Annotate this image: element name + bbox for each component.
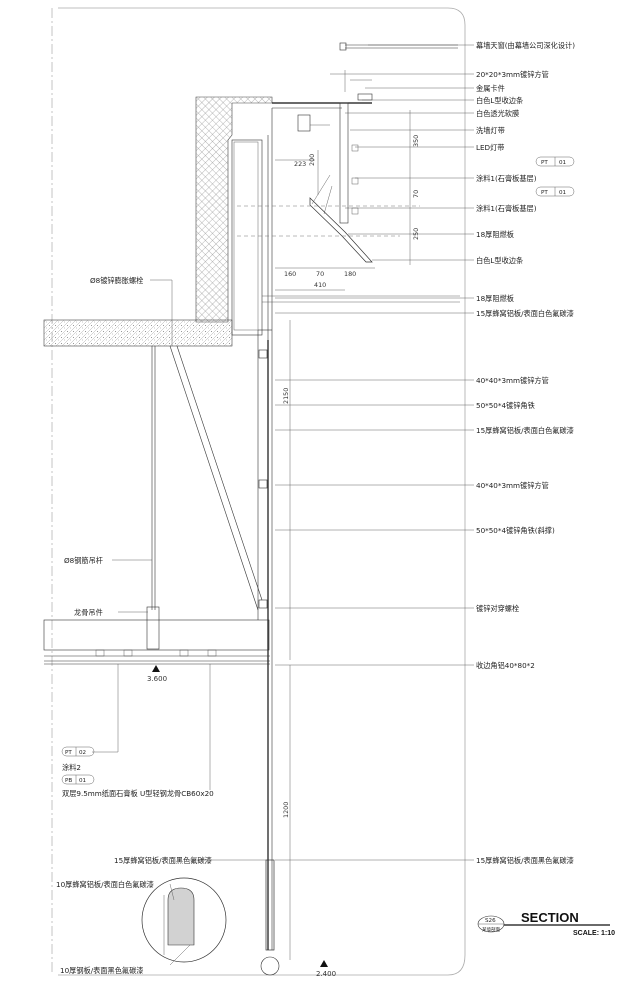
reference-lines xyxy=(237,205,460,303)
skylight-assembly xyxy=(267,42,458,340)
dim-160: 160 xyxy=(284,270,296,278)
dim-2150: 2150 xyxy=(282,388,290,404)
label-hanger-rod: Ø8钢筋吊杆 xyxy=(64,556,103,565)
label-metal-clip: 金属卡件 xyxy=(476,84,505,93)
label-paint-1b: 涂料1(石膏板基层) xyxy=(476,204,537,213)
lower-black-panel xyxy=(265,859,275,951)
dim-70-horiz: 70 xyxy=(316,270,324,278)
label-white-l-trim-1: 白色L型收边条 xyxy=(476,96,523,105)
level-lower: 2.400 xyxy=(316,970,336,978)
level-text: 3.600 2.400 xyxy=(147,675,336,978)
hanger-rods xyxy=(146,346,160,650)
dim-410: 410 xyxy=(314,281,326,289)
right-tags: PT 01 PT 01 xyxy=(535,156,575,197)
title-text: S26 某墙剖面 SECTION SCALE: 1:10 xyxy=(482,910,615,937)
diagonal-brace xyxy=(169,345,263,611)
dim-250: 250 xyxy=(412,228,420,240)
main-vertical-panel xyxy=(257,329,273,950)
label-fireboard-2: 18厚阻燃板 xyxy=(476,294,514,303)
dim-350: 350 xyxy=(412,135,420,147)
label-through-bolt: 镀锌对穿螺栓 xyxy=(476,604,519,613)
tag-pb-num-left: 01 xyxy=(79,778,87,784)
dim-70-vert: 70 xyxy=(412,190,420,198)
label-gypsum-board: 双层9.5mm纸面石膏板 U型轻钢龙骨CB60x20 xyxy=(62,789,214,798)
label-square-tube-20: 20*20*3mm镀锌方管 xyxy=(476,70,549,79)
label-skylight: 幕墙天窗(由幕墙公司深化设计) xyxy=(476,41,575,50)
label-honeycomb-white-2: 15厚蜂窝铝板/表面白色氟碳漆 xyxy=(476,426,574,435)
label-translucent-film: 白色透光软膜 xyxy=(476,109,519,118)
dim-200: 200 xyxy=(308,154,316,166)
sheet-border xyxy=(51,7,466,976)
label-angle-iron-brace: 50*50*4镀锌角铁(斜撑) xyxy=(476,526,555,535)
dimension-text: 350 200 223 70 250 160 70 180 410 2150 1… xyxy=(282,135,420,818)
label-paint-2: 涂料2 xyxy=(62,763,81,772)
label-wall-washer: 洗墙灯带 xyxy=(476,126,505,135)
bottom-marker xyxy=(260,956,280,976)
label-steel-plate: 10厚钢板/表面黑色氟碳漆 xyxy=(60,966,143,975)
level-markers xyxy=(152,665,328,967)
dim-1200: 1200 xyxy=(282,802,290,818)
label-edge-angle: 收边角铝40*80*2 xyxy=(476,661,535,670)
label-honeycomb-white-10: 10厚蜂窝铝板/表面白色氟碳漆 xyxy=(56,880,154,889)
drawing-ref-code: S26 xyxy=(485,918,496,924)
title-block xyxy=(477,915,610,933)
concrete-slab xyxy=(43,319,233,347)
tag-pt-code-1: PT xyxy=(541,160,548,166)
right-labels: 幕墙天窗(由幕墙公司深化设计) 20*20*3mm镀锌方管 金属卡件 白色L型收… xyxy=(476,41,575,865)
drawing-ref-sub: 某墙剖面 xyxy=(482,926,500,933)
dimension-lines xyxy=(275,110,411,960)
tag-pt-code-left: PT xyxy=(65,750,72,756)
dim-180: 180 xyxy=(344,270,356,278)
drawing-title: SECTION xyxy=(521,910,579,925)
left-tags: PT 02 PB 01 xyxy=(61,746,95,785)
dim-223: 223 xyxy=(294,160,306,168)
label-square-tube-40a: 40*40*3mm镀锌方管 xyxy=(476,376,549,385)
label-keel-hanger: 龙骨吊件 xyxy=(74,608,103,617)
detail-bubble xyxy=(141,877,227,963)
label-square-tube-40b: 40*40*3mm镀锌方管 xyxy=(476,481,549,490)
leader-lines xyxy=(92,44,474,966)
label-angle-iron-1: 50*50*4镀锌角铁 xyxy=(476,401,535,410)
level-upper: 3.600 xyxy=(147,675,167,683)
tag-pt-num-1: 01 xyxy=(559,160,567,166)
tag-pt-num-2: 01 xyxy=(559,190,567,196)
label-white-l-trim-2: 白色L型收边条 xyxy=(476,256,523,265)
drawing-scale: SCALE: 1:10 xyxy=(573,930,615,937)
label-honeycomb-black-left: 15厚蜂窝铝板/表面黑色氟碳漆 xyxy=(114,856,212,865)
left-labels: Ø8镀锌膨胀螺栓 Ø8钢筋吊杆 龙骨吊件 涂料2 双层9.5mm纸面石膏板 U型… xyxy=(56,276,214,975)
label-honeycomb-black-right: 15厚蜂窝铝板/表面黑色氟碳漆 xyxy=(476,856,574,865)
label-paint-1a: 涂料1(石膏板基层) xyxy=(476,174,537,183)
label-led-strip: LED灯带 xyxy=(476,143,504,152)
label-honeycomb-white-1: 15厚蜂窝铝板/表面白色氟碳漆 xyxy=(476,309,574,318)
tag-pt-num-left: 02 xyxy=(79,750,86,756)
label-expansion-bolt: Ø8镀锌膨胀螺栓 xyxy=(90,276,143,285)
tag-pb-code-left: PB xyxy=(65,778,72,784)
ceiling-system xyxy=(43,619,270,665)
parapet-masonry xyxy=(195,96,273,336)
label-fireboard-1: 18厚阻燃板 xyxy=(476,230,514,239)
tag-pt-code-2: PT xyxy=(541,190,548,196)
